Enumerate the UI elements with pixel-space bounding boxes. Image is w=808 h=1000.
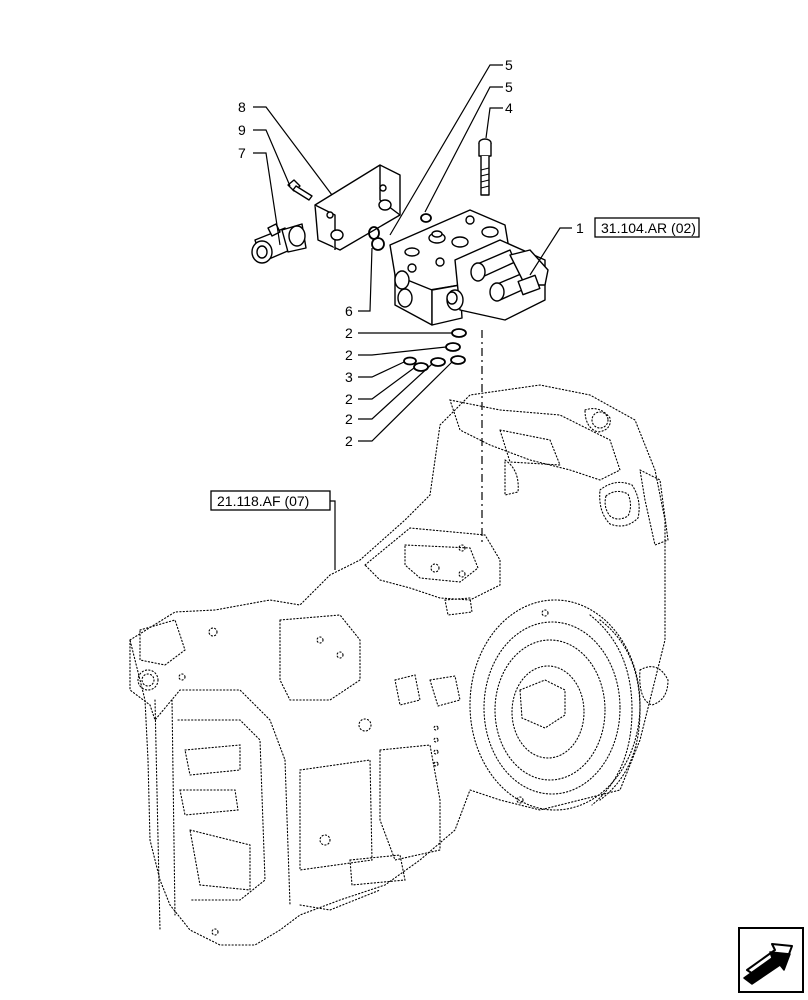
elbow-fitting-part-7 xyxy=(251,223,307,264)
callout-3: 3 xyxy=(345,369,353,385)
callout-4: 4 xyxy=(505,100,513,116)
ref-box-housing[interactable]: 21.118.AF (07) xyxy=(210,490,331,511)
callout-2d: 2 xyxy=(345,411,353,427)
callout-7: 7 xyxy=(238,145,246,161)
screw-part-9 xyxy=(287,179,313,201)
ref-valve-text[interactable]: 31.104.AR (02) xyxy=(601,220,696,236)
callout-labels: 5 5 4 1 8 9 7 6 2 2 3 2 2 2 xyxy=(238,57,584,449)
ref-box-valve[interactable]: 31.104.AR (02) xyxy=(594,217,700,238)
ref-housing-text[interactable]: 21.118.AF (07) xyxy=(217,493,309,509)
o-ring-part-2a xyxy=(451,328,467,338)
adapter-plate-part-8 xyxy=(314,164,401,251)
next-page-arrow-icon[interactable] xyxy=(738,927,804,993)
callout-6: 6 xyxy=(345,303,353,319)
o-ring-part-2d xyxy=(430,357,446,367)
callout-1: 1 xyxy=(576,220,584,236)
callout-5a: 5 xyxy=(505,57,513,73)
callout-2b: 2 xyxy=(345,347,353,363)
control-valve-assembly xyxy=(389,209,549,326)
callout-2c: 2 xyxy=(345,391,353,407)
o-ring-part-3 xyxy=(403,356,417,366)
callout-8: 8 xyxy=(238,99,246,115)
o-ring-part-5a xyxy=(420,213,432,223)
callout-2e: 2 xyxy=(345,433,353,449)
callout-5b: 5 xyxy=(505,79,513,95)
o-rings xyxy=(368,213,467,372)
callout-9: 9 xyxy=(238,122,246,138)
callout-2a: 2 xyxy=(345,325,353,341)
o-ring-part-2b xyxy=(445,342,461,352)
o-ring-part-2e xyxy=(450,355,466,365)
transmission-housing xyxy=(129,384,669,946)
o-ring-part-6b xyxy=(371,237,385,251)
cap-screw-part-4 xyxy=(478,138,492,196)
leader-lines xyxy=(253,64,572,570)
